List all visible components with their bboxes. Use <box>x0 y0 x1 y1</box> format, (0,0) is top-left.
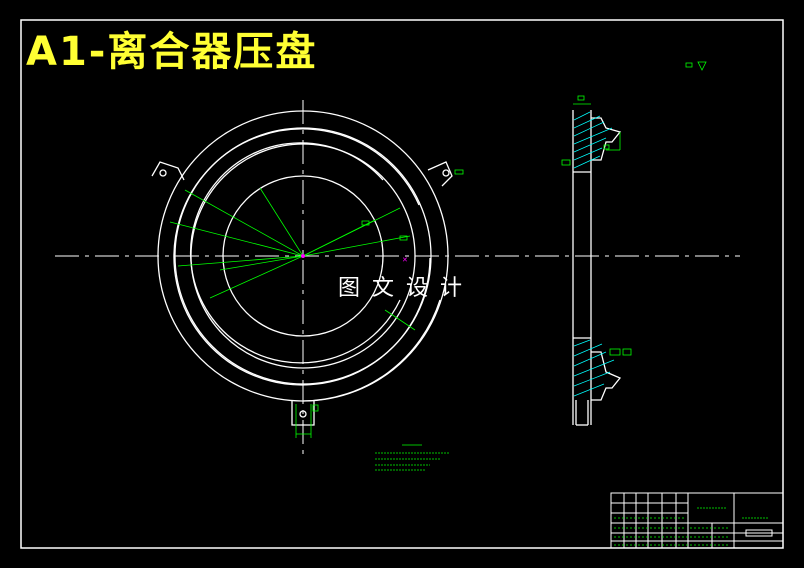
title-block <box>610 492 784 549</box>
dim-line <box>384 309 416 331</box>
dim-tag <box>609 348 621 356</box>
dim-line <box>302 235 411 257</box>
lug-left-hole <box>159 169 167 177</box>
title-block-marks <box>614 507 768 546</box>
dim-line <box>177 255 304 267</box>
section-view <box>572 110 622 426</box>
front-view <box>157 110 449 402</box>
hatch-line <box>573 155 601 169</box>
dim-tag <box>399 235 408 241</box>
dim-tag <box>685 62 693 68</box>
hatch-line <box>573 359 615 377</box>
dim-tag <box>361 220 370 226</box>
section-dimensions <box>561 95 632 356</box>
dim-line <box>302 219 376 257</box>
front-dimensions <box>169 61 707 438</box>
inner-arc <box>189 142 401 364</box>
dim-tag <box>561 159 571 166</box>
hatch-line <box>573 351 607 367</box>
lug-right <box>427 161 453 187</box>
drawing-border <box>20 19 784 549</box>
hatch-line <box>573 339 591 347</box>
hatch-line <box>573 137 607 153</box>
inner-circle <box>222 175 384 337</box>
center-mark <box>301 254 305 258</box>
hatch-line <box>573 147 603 161</box>
lug-right-hole <box>442 169 450 177</box>
hatch-line <box>573 111 591 121</box>
dim-tag <box>603 144 610 150</box>
hatch-line <box>573 127 613 145</box>
lug-bottom <box>291 400 315 426</box>
lug-bottom-hole <box>299 410 307 418</box>
lugs <box>151 161 453 426</box>
lug-left <box>151 161 185 181</box>
section-flange-top <box>591 117 622 161</box>
watermark-text: 图文设计 <box>338 276 475 301</box>
lower-arc <box>302 299 441 402</box>
dim-tag <box>312 404 319 412</box>
second-circle <box>174 127 432 385</box>
hatch-line <box>573 121 605 137</box>
hatch-line <box>573 371 611 387</box>
section-flange-bottom <box>591 351 622 401</box>
dim-line <box>219 255 304 271</box>
dim-line <box>184 189 304 257</box>
technical-notes <box>375 444 450 471</box>
hatch-line <box>573 115 601 129</box>
hatch-line <box>573 343 603 357</box>
dim-line <box>169 221 304 257</box>
title-block-frame <box>610 492 784 549</box>
dim-tag <box>622 348 632 356</box>
drawing-title: A1-离合器压盘 <box>26 29 318 75</box>
dim-line <box>209 255 304 299</box>
title-block-box <box>745 529 773 537</box>
roughness-symbol <box>697 61 707 71</box>
ring-arc <box>173 128 431 386</box>
dim-tag <box>577 95 585 101</box>
dim-tag <box>454 169 464 175</box>
section-hatch <box>573 111 615 397</box>
dim-line <box>259 187 304 257</box>
center-mark-label: ✕ <box>402 256 408 264</box>
hatch-line <box>573 383 605 397</box>
